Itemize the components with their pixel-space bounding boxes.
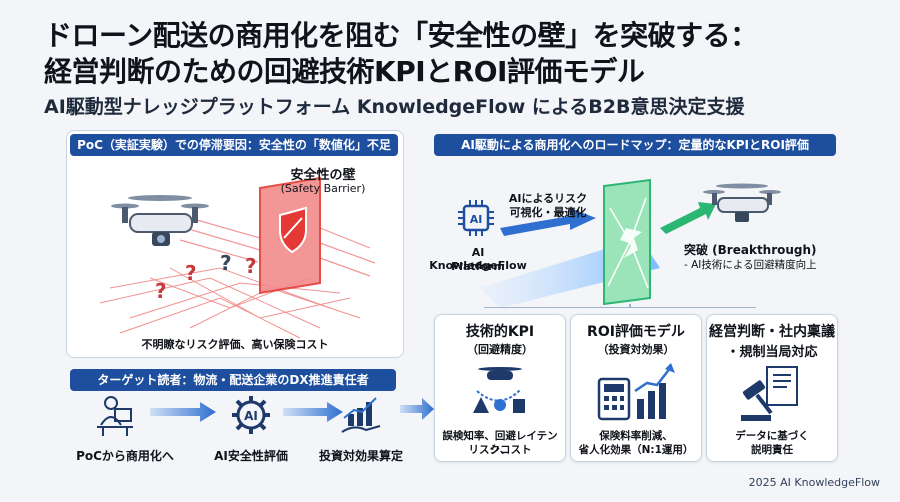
platform-label: AI KnowledgeFlow (429, 246, 527, 272)
svg-text:?: ? (185, 261, 197, 285)
card-footnote-line2: リスクコスト (468, 444, 532, 456)
office-worker-icon (97, 396, 133, 436)
breakthrough-panel (603, 178, 651, 306)
page-subtitle: AI駆動型ナレッジプラットフォーム KnowledgeFlow によるB2B意思… (44, 96, 745, 118)
question-marks: ? ? ? ? (155, 251, 257, 303)
step-label: PoCから商用化へ (76, 449, 174, 463)
arrow-icon (500, 208, 596, 236)
arrow-icon (150, 402, 216, 422)
calculator-chart-icon (597, 363, 675, 421)
arrow-label-line2: 可視化・最適化 (509, 206, 587, 219)
ai-chip-icon: AI (458, 200, 494, 236)
step-label: 投資対効果算定 (318, 449, 403, 463)
platform-label-line2: Platform (451, 260, 505, 273)
target-header: ターゲット読者：物流・配送企業のDX推進責任者 (70, 369, 396, 391)
card-footnote: 誤検知率、回避レイテンシ、 (442, 430, 558, 456)
page-title: ドローン配送の商用化を阻む「安全性の壁」を突破する： (44, 19, 758, 52)
step-label: AI安全性評価 (214, 449, 288, 463)
roi-card: ROI評価モデル （投資対効果） 保険料率削減、 省人化効果（N:1運用） (570, 314, 702, 462)
arrow-icon (660, 202, 716, 234)
safety-barrier-shield (259, 176, 321, 295)
left-panel (66, 130, 404, 358)
decision-card: 経営判断・社内稟議 ・規制当局対応 データに基づく 説明責任 (706, 314, 838, 462)
arrow-icon (283, 402, 343, 422)
drone-icon (703, 183, 781, 222)
motion-lines (179, 217, 376, 277)
roadmap-illustration (480, 178, 781, 308)
right-panel-header: AI駆動による商用化へのロードマップ：定量的なKPIとROI評価 (434, 134, 836, 156)
svg-text:?: ? (220, 251, 232, 275)
card-title: 経営判断・社内稟議 (709, 324, 835, 340)
connector-lines (484, 304, 756, 308)
barrier-subtitle: (Safety Barrier) (280, 182, 366, 195)
safety-barrier-illustration: ? ? ? ? (99, 176, 376, 339)
left-panel-header: PoC（実証実験）での停滞要因：安全性の「数値化」不足 (70, 134, 398, 156)
svg-text:AI: AI (244, 409, 258, 423)
page-title-line2: 経営判断のための回避技術KPIとROI評価モデル (44, 55, 645, 88)
svg-text:AI: AI (470, 213, 483, 226)
card-title: ROI評価モデル (587, 324, 685, 340)
svg-text:?: ? (245, 254, 257, 278)
risk-lines (99, 267, 361, 339)
arrow-label: AIによるリスク (508, 192, 588, 205)
drone-avoidance-icon (473, 367, 525, 413)
investment-growth-icon (341, 397, 381, 433)
card-footnote-line2: 省人化効果（N:1運用） (578, 444, 694, 456)
kpi-card: 技術的KPI （回避精度） 誤検知率、回避レイテンシ、 リスクコスト (434, 314, 566, 462)
card-subtitle: ・規制当局対応 (726, 345, 818, 360)
card-subtitle: （回避精度） (467, 343, 533, 356)
drone-icon (111, 195, 209, 246)
footer-copyright: 2025 AI KnowledgeFlow (748, 476, 880, 489)
breakthrough-subtitle: - AI技術による回避精度向上 (684, 259, 817, 271)
ai-gear-icon: AI (232, 396, 270, 434)
barrier-title: 安全性の壁 (290, 168, 356, 183)
card-footnote-line2: 説明責任 (751, 444, 793, 456)
arrow-icon (400, 398, 434, 420)
card-title: 技術的KPI (465, 324, 535, 340)
svg-text:?: ? (155, 279, 167, 303)
gavel-document-icon (741, 366, 798, 421)
breakthrough-title: 突破 (Breakthrough) (684, 243, 817, 257)
card-subtitle: （投資対効果） (597, 343, 675, 356)
card-footnote: データに基づく (735, 430, 809, 442)
card-footnote: 保険料率削減、 (599, 430, 673, 442)
left-panel-caption: 不明瞭なリスク評価、高い保険コスト (141, 338, 329, 351)
